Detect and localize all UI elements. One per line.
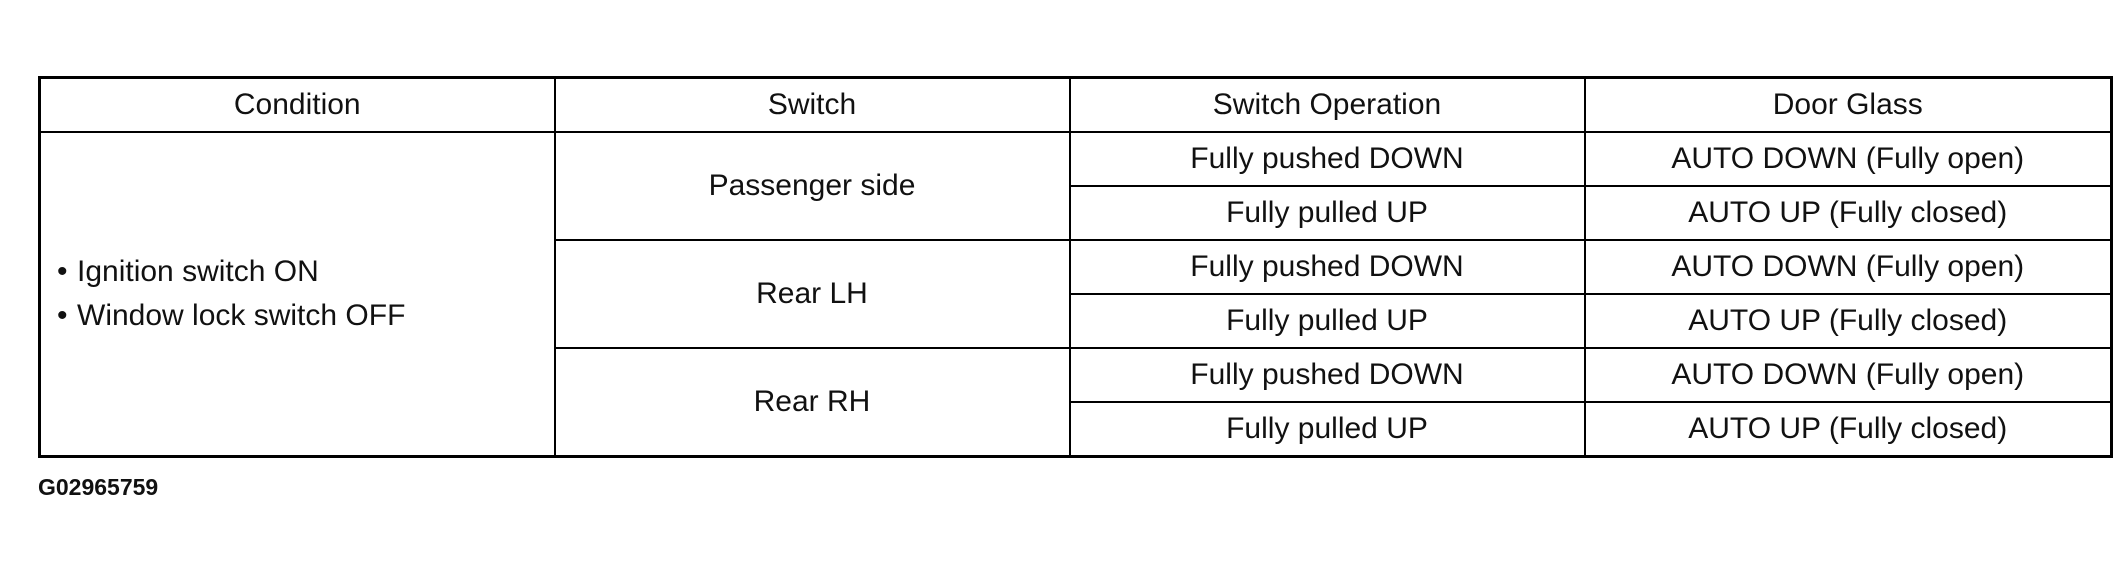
condition-list: • Ignition switch ON • Window lock switc…: [57, 250, 554, 338]
door-glass-cell: AUTO DOWN (Fully open): [1583, 131, 2113, 187]
condition-item: • Ignition switch ON: [57, 250, 554, 294]
operation-cell: Fully pushed DOWN: [1068, 131, 1586, 187]
door-glass-cell: AUTO UP (Fully closed): [1583, 185, 2113, 241]
condition-item: • Window lock switch OFF: [57, 294, 554, 338]
switch-cell-rear-lh: Rear LH: [553, 239, 1071, 349]
operation-cell: Fully pushed DOWN: [1068, 347, 1586, 403]
table-row: Rear LH Fully pushed DOWN AUTO DOWN (Ful…: [40, 239, 2113, 349]
bullet-icon: •: [57, 299, 68, 332]
door-glass-cell: AUTO DOWN (Fully open): [1583, 347, 2113, 403]
operation-cell: Fully pushed DOWN: [1068, 239, 1586, 295]
header-door-glass: Door Glass: [1583, 76, 2113, 133]
operation-cell: Fully pulled UP: [1068, 401, 1586, 458]
table-row: Fully pulled UP AUTO UP (Fully closed): [40, 401, 2113, 458]
operation-cell: Fully pulled UP: [1068, 293, 1586, 349]
table-row: Fully pulled UP AUTO UP (Fully closed): [40, 185, 2113, 241]
switch-cell-rear-rh: Rear RH: [553, 347, 1071, 458]
switch-operation-table: Condition Switch Switch Operation Door G…: [38, 76, 2113, 458]
door-glass-cell: AUTO DOWN (Fully open): [1583, 239, 2113, 295]
door-glass-cell: AUTO UP (Fully closed): [1583, 293, 2113, 349]
table-row: Fully pulled UP AUTO UP (Fully closed): [40, 293, 2113, 349]
condition-text: Window lock switch OFF: [77, 299, 406, 332]
figure-id: G02965759: [38, 474, 159, 500]
switch-cell-passenger-side: Passenger side: [553, 131, 1071, 241]
table-row: Rear RH Fully pushed DOWN AUTO DOWN (Ful…: [40, 347, 2113, 458]
header-condition: Condition: [38, 76, 556, 133]
condition-text: Ignition switch ON: [77, 255, 319, 288]
bullet-icon: •: [57, 255, 68, 288]
header-switch-operation: Switch Operation: [1068, 76, 1586, 133]
condition-cell: • Ignition switch ON • Window lock switc…: [38, 131, 556, 458]
door-glass-cell: AUTO UP (Fully closed): [1583, 401, 2113, 458]
table-header-row: Condition Switch Switch Operation Door G…: [38, 76, 2113, 133]
operation-cell: Fully pulled UP: [1068, 185, 1586, 241]
table-row: • Ignition switch ON • Window lock switc…: [38, 131, 2113, 458]
header-switch: Switch: [553, 76, 1071, 133]
